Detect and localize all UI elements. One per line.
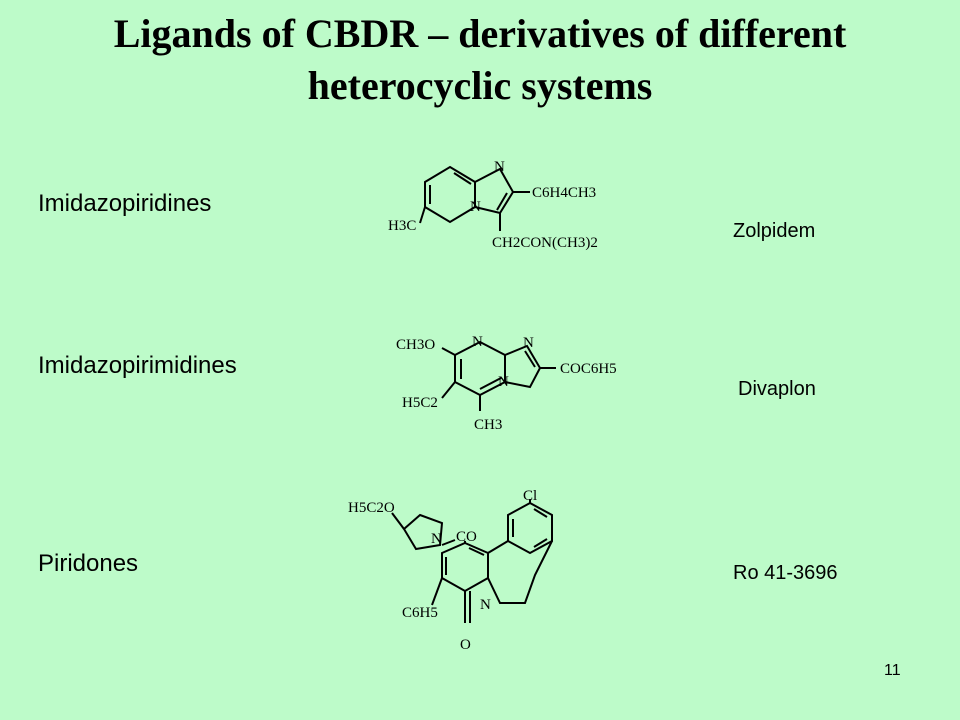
zolpidem-sub-bottom: CH2CON(CH3)2 <box>492 235 598 251</box>
ro-atom-ring-n: N <box>480 597 491 613</box>
ro-benzene-ring <box>507 501 553 555</box>
divaplon-sub-right: COC6H5 <box>560 361 617 377</box>
page-number: 11 <box>884 662 901 679</box>
ro-pyridone-ring <box>441 541 489 593</box>
drug-label-zolpidem: Zolpidem <box>733 220 816 242</box>
divaplon-sub-top-left: CH3O <box>396 337 435 353</box>
ro-sub-chloro: Cl <box>523 488 537 504</box>
divaplon-atom-n1: N <box>472 334 483 350</box>
class-label-piridones: Piridones <box>38 550 139 577</box>
zolpidem-atom-n2: N <box>470 199 481 215</box>
ro-sub-ester: H5C2O <box>348 500 395 516</box>
class-label-imidazopirimidines: Imidazopirimidines <box>38 352 237 379</box>
zolpidem-atom-n1: N <box>494 159 505 175</box>
zolpidem-sub-right: C6H4CH3 <box>532 185 596 201</box>
ro-atom-oxo: O <box>460 637 471 653</box>
class-label-imidazopiridines: Imidazopiridines <box>38 190 212 217</box>
ro-sub-left: C6H5 <box>402 605 438 621</box>
divaplon-structure: N N N CH3O COC6H5 H5C2 CH3 <box>396 334 617 433</box>
slide-title: Ligands of CBDR – derivatives of differe… <box>0 8 960 112</box>
divaplon-atom-n2: N <box>523 335 534 351</box>
zolpidem-sub-left: H3C <box>388 218 416 234</box>
ro-atom-pyrrolidine-n: N <box>431 531 442 547</box>
zolpidem-structure: N N C6H4CH3 H3C CH2CON(CH3)2 <box>388 159 598 251</box>
divaplon-sub-bottom: CH3 <box>474 417 502 433</box>
zolpidem-pyridine-ring <box>424 165 476 224</box>
title-line-1: Ligands of CBDR – derivatives of differe… <box>113 11 847 56</box>
drug-label-ro-41-3696: Ro 41-3696 <box>733 562 838 584</box>
ro-sub-carbonyl: CO <box>456 529 477 545</box>
title-line-2: heterocyclic systems <box>307 63 653 108</box>
ro-41-3696-structure: H5C2O N CO Cl N C6H5 O <box>348 488 553 653</box>
divaplon-sub-left: H5C2 <box>402 395 438 411</box>
ro-pyrrolidine-ring <box>402 513 444 551</box>
drug-label-divaplon: Divaplon <box>738 378 816 400</box>
ro-dihydro-ring <box>487 540 553 604</box>
divaplon-atom-n3: N <box>498 374 509 390</box>
